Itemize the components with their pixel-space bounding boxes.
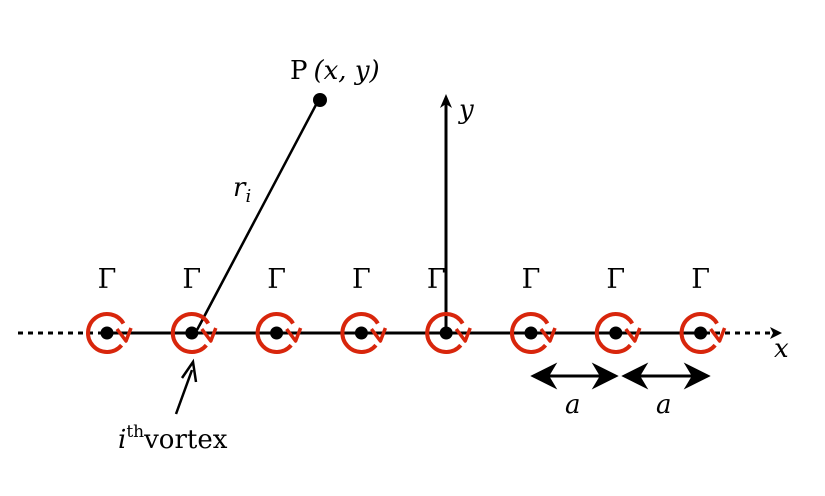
x-axis-label: x [774, 334, 789, 364]
vortex-arrowhead [624, 327, 642, 343]
vortex: Γ [170, 264, 218, 354]
vortex-gamma-label: Γ [427, 264, 446, 295]
vortex-center-dot [524, 326, 538, 340]
vortex: Γ [86, 264, 133, 354]
point-p-dot [313, 93, 327, 107]
vortex-ring [170, 312, 210, 354]
y-axis-label: y [458, 95, 474, 125]
vortex-center-dot [694, 326, 708, 340]
vortex-gamma-label: Γ [352, 264, 371, 295]
vortex-center-dot [354, 326, 368, 340]
vortex: Γ [679, 264, 727, 354]
vortex-ring [594, 312, 634, 354]
vortex-ring [86, 312, 126, 354]
vortex-ring [340, 312, 380, 354]
vortex-arrowhead [200, 327, 218, 343]
vortex-gamma-label: Γ [267, 264, 286, 295]
vortex-center-dot [270, 326, 284, 340]
vortex-center-dot [100, 326, 114, 340]
point-p-label: P(x, y) [290, 56, 380, 86]
vortex-gamma-label: Γ [182, 264, 201, 295]
vortex-ring [425, 312, 465, 354]
vortex-gamma-label: Γ [522, 264, 541, 295]
distance-line-sketch [199, 97, 321, 327]
vortex: Γ [594, 264, 642, 354]
ith-vortex-pointer [174, 369, 194, 415]
vortex-ring [255, 312, 295, 354]
distance-label: ri [233, 173, 251, 207]
vortex-center-dot [609, 326, 623, 340]
vortex: Γ [340, 264, 388, 354]
vortex-ring [679, 312, 719, 354]
vortex-center-dot [439, 326, 453, 340]
vortex: Γ [255, 264, 303, 354]
spacing-label-1: a [565, 390, 581, 420]
vortex-ring [510, 312, 550, 354]
vortex-arrowhead [370, 327, 388, 343]
spacing-label-2: a [656, 390, 672, 420]
ith-vortex-label: ithvortex [118, 422, 228, 455]
x-axis-arrowhead [770, 327, 782, 339]
vortex: Γ [425, 264, 472, 354]
vortex-gamma-label: Γ [691, 264, 710, 295]
vortex-arrowhead [285, 327, 303, 343]
vortex-gamma-label: Γ [98, 264, 117, 295]
vortex: Γ [510, 264, 557, 354]
vortex-arrowhead [454, 327, 472, 343]
vortex-arrowhead [709, 327, 727, 343]
vortex-arrowhead [115, 327, 133, 343]
vortex-gamma-label: Γ [606, 264, 625, 295]
ith-vortex-pointer-head [180, 358, 198, 383]
vortex-center-dot [185, 326, 199, 340]
y-axis-arrowhead [440, 94, 452, 108]
vortex-arrowhead [539, 327, 557, 343]
